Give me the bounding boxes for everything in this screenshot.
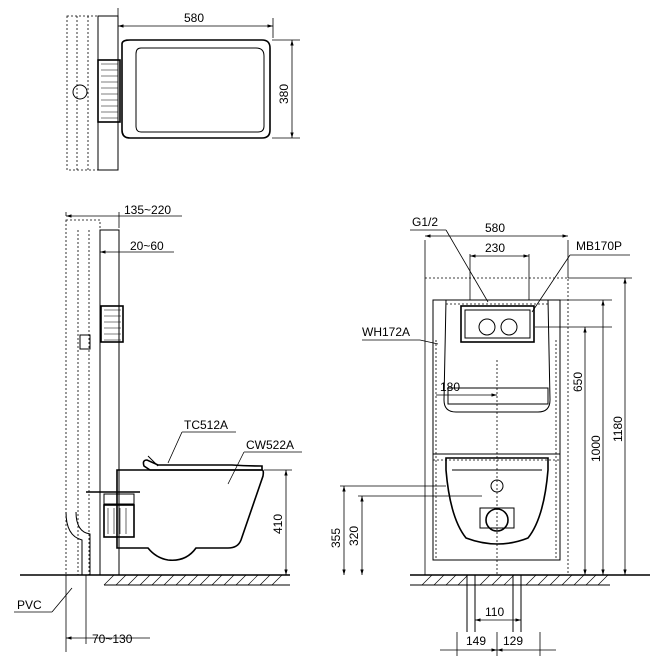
front-view: 580 230 G1/2 MB170P WH172A 180 650 1000 …	[329, 215, 650, 656]
side-seat-label: TC512A	[184, 418, 228, 432]
front-inlet-offset-label: 180	[440, 380, 460, 394]
side-seat-outline	[142, 459, 263, 471]
front-flush-plate	[460, 305, 535, 343]
front-rim-height-label: 355	[329, 528, 343, 548]
front-height-1000-label: 1000	[589, 435, 603, 462]
front-cistern-outline	[443, 299, 551, 413]
side-plate-hatch	[104, 309, 121, 341]
flush-button-right	[500, 318, 518, 336]
front-plate-width-label: 230	[485, 241, 505, 255]
flush-plate-hatch	[101, 63, 118, 119]
front-width-label: 580	[485, 221, 505, 235]
top-depth-label: 380	[277, 84, 291, 104]
side-pvc-label: PVC	[17, 598, 42, 612]
front-frame-label: WH172A	[362, 325, 410, 339]
front-height-650-label: 650	[571, 372, 585, 392]
front-inlet-label: G1/2	[412, 215, 438, 229]
front-floor-hatch	[421, 574, 609, 586]
side-outlet-label: 70~130	[92, 632, 133, 646]
front-plate-label: MB170P	[576, 239, 622, 253]
front-spacing-label: 110	[485, 605, 504, 619]
side-gap-label: 20~60	[130, 239, 164, 253]
side-height-label: 410	[271, 514, 285, 534]
front-bowl-outline	[445, 457, 549, 545]
front-outlet-height-label: 320	[347, 526, 361, 546]
front-height-1180-label: 1180	[611, 416, 625, 442]
side-bowl-label: CW522A	[246, 438, 294, 452]
side-bowl-outline	[116, 469, 265, 562]
flush-button-left	[478, 318, 496, 336]
side-mount-hatch	[107, 508, 127, 534]
top-width-label: 580	[184, 11, 204, 25]
bowl-top-outline	[121, 39, 271, 139]
front-left-offset-label: 149	[466, 634, 486, 648]
side-floor-hatch	[103, 574, 283, 586]
side-wall-depth-label: 135~220	[124, 203, 171, 217]
front-right-offset-label: 129	[503, 634, 523, 648]
top-view: 580 380	[66, 8, 300, 171]
side-view: 135~220 20~60 TC512A CW522A 410 PVC 70~1…	[14, 203, 302, 652]
